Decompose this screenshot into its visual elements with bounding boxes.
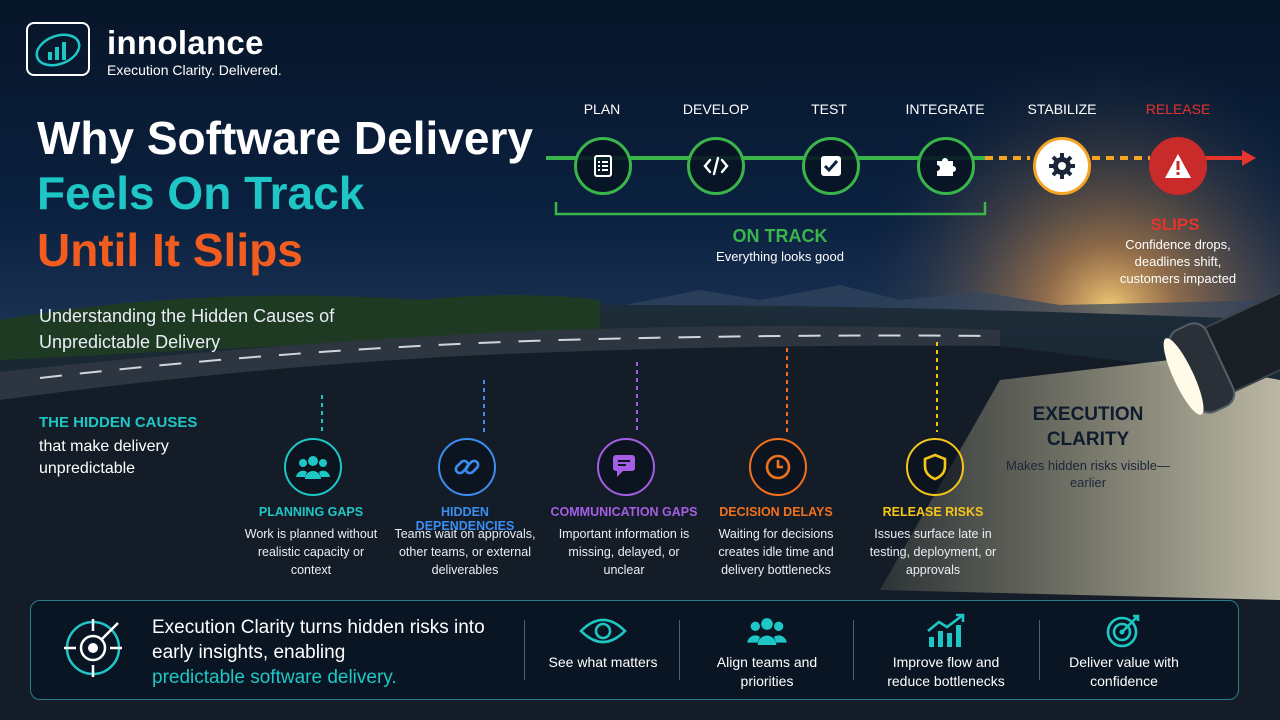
stage-plan <box>574 137 632 195</box>
slips-title: SLIPS <box>1150 215 1200 234</box>
hidden-causes-desc: that make delivery unpredictable <box>39 438 169 477</box>
benefit-align-icon <box>742 612 792 650</box>
benefit-align-label: Align teams and priorities <box>716 654 818 689</box>
chat-icon <box>613 455 635 477</box>
checkbox-icon <box>821 156 841 176</box>
divider <box>524 620 525 680</box>
cause-release-risks-desc: Issues surface late in testing, deployme… <box>869 527 997 577</box>
benefit-flow-icon <box>921 612 971 650</box>
cause-communication-gaps-title: COMMUNICATION GAPS <box>550 505 698 519</box>
bottom-statement-text: Execution Clarity turns hidden risks int… <box>152 617 485 663</box>
headline-line-3: Until It Slips <box>37 224 303 276</box>
eye-icon <box>579 618 627 644</box>
slips-desc: Confidence drops, deadlines shift, custo… <box>1119 237 1237 286</box>
benefit-flow-label: Improve flow and reduce bottlenecks <box>887 654 1005 689</box>
stage-stabilize <box>1033 137 1091 195</box>
divider <box>853 620 854 680</box>
benefit-value-label: Deliver value with confidence <box>1069 654 1179 689</box>
bottom-statement: Execution Clarity turns hidden risks int… <box>152 615 502 690</box>
divider <box>1039 620 1040 680</box>
alert-triangle-icon <box>1165 154 1191 178</box>
cause-decision-delays-desc: Waiting for decisions creates idle time … <box>718 527 834 577</box>
benefit-value-icon <box>1099 612 1149 650</box>
gear-icon <box>1049 153 1075 179</box>
chart-logo-icon <box>35 33 81 67</box>
code-icon <box>703 156 729 176</box>
stage-integrate <box>917 137 975 195</box>
execution-clarity-desc: Makes hidden risks visible—earlier <box>1005 458 1170 490</box>
target-icon <box>1106 614 1140 648</box>
stage-label-integrate: INTEGRATE <box>905 101 985 117</box>
bottom-statement-highlight: predictable software delivery. <box>152 667 397 688</box>
benefit-see-icon <box>578 612 628 650</box>
subtitle: Understanding the Hidden Causes of Unpre… <box>39 306 335 352</box>
cause-planning-gaps-desc: Work is planned without realistic capaci… <box>244 527 378 577</box>
link-icon <box>454 459 480 475</box>
checklist-icon <box>594 155 612 177</box>
brand-logo <box>26 22 90 76</box>
cause-decision-delays-icon <box>749 438 807 496</box>
cause-hidden-dependencies-desc: Teams wait on approvals, other teams, or… <box>394 527 536 577</box>
cause-hidden-dependencies-title: HIDDEN DEPENDENCIES <box>415 505 515 533</box>
stage-label-release: RELEASE <box>1145 101 1211 117</box>
clock-icon <box>765 454 791 480</box>
stage-release <box>1149 137 1207 195</box>
stage-label-test: TEST <box>811 101 847 117</box>
brand-tagline: Execution Clarity. Delivered. <box>107 62 282 78</box>
puzzle-icon <box>937 158 956 176</box>
cause-communication-gaps-desc: Important information is missing, delaye… <box>558 527 690 577</box>
stage-label-stabilize: STABILIZE <box>1027 101 1097 117</box>
growth-chart-icon <box>927 613 965 647</box>
on-track-title: ON TRACK <box>732 226 828 246</box>
divider <box>679 620 680 680</box>
cause-communication-gaps-icon <box>597 438 655 496</box>
cause-hidden-dependencies-icon <box>438 438 496 496</box>
crosshair-icon <box>64 619 122 677</box>
headline-line-2: Feels On Track <box>37 167 365 219</box>
brand-name: innolance <box>107 24 264 61</box>
on-track-desc: Everything looks good <box>716 249 844 264</box>
hidden-causes-title: THE HIDDEN CAUSES <box>39 414 198 431</box>
stage-label-develop: DEVELOP <box>682 101 750 117</box>
headline-line-1: Why Software Delivery <box>37 112 533 164</box>
benefit-see-label: See what matters <box>548 654 658 670</box>
stage-develop <box>687 137 745 195</box>
cause-release-risks-icon <box>906 438 964 496</box>
team-icon <box>747 618 787 645</box>
bottom-summary-bar <box>30 600 1239 700</box>
cause-release-risks-title: RELEASE RISKS <box>882 505 984 519</box>
cause-planning-gaps-icon <box>284 438 342 496</box>
stage-label-plan: PLAN <box>583 101 621 117</box>
execution-clarity-title: EXECUTION CLARITY <box>1032 404 1144 450</box>
team-icon <box>296 456 330 479</box>
stage-test <box>802 137 860 195</box>
cause-planning-gaps-title: PLANNING GAPS <box>258 505 364 519</box>
cause-decision-delays-title: DECISION DELAYS <box>719 505 833 519</box>
shield-icon <box>923 453 947 481</box>
